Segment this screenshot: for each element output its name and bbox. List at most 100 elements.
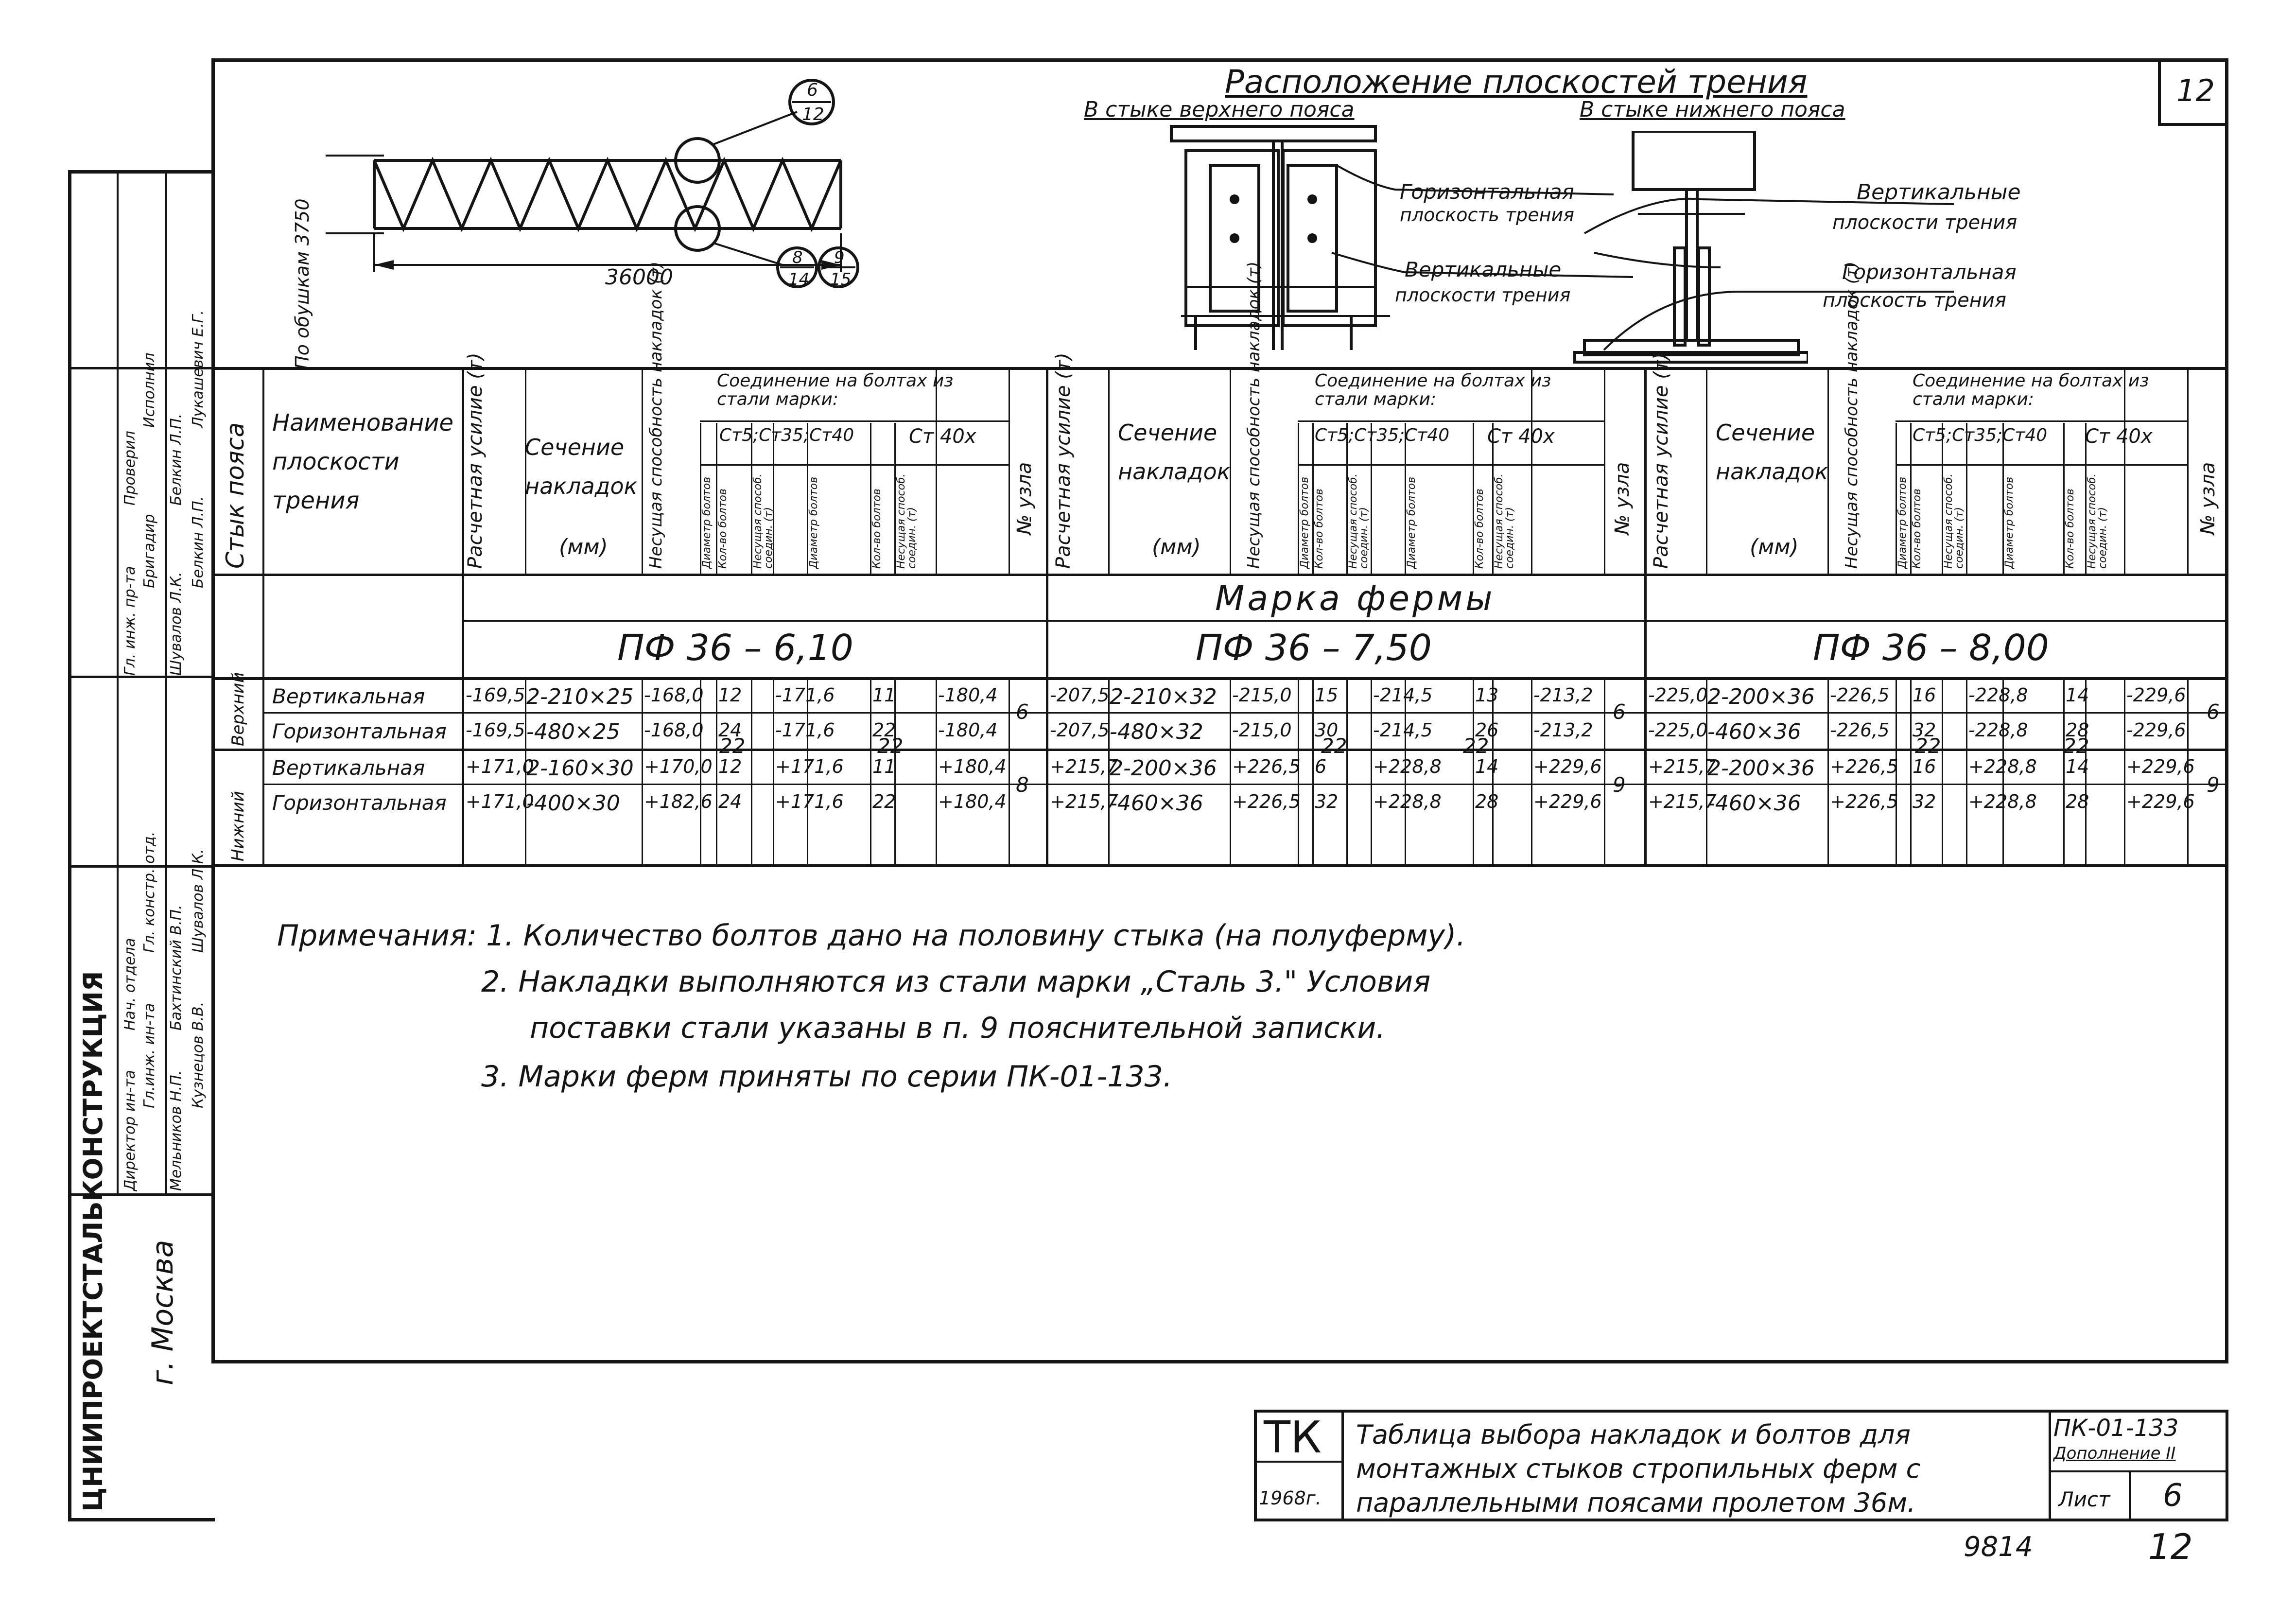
joint-capacity-header: Несущая способ. соедин. (т) — [752, 473, 775, 569]
header-grade-a-3: Ст5;Ст35;Ст40 — [1913, 425, 2048, 445]
table-cell: 16 — [1913, 756, 1936, 777]
table-cell: -460×36 — [1707, 719, 1801, 744]
header-force-1: Расчетная усилие (т) — [464, 352, 487, 569]
column-line — [716, 678, 717, 865]
table-cell: -228,8 — [1968, 719, 2028, 741]
vert-plane-label-4: плоскости трения — [1832, 211, 2018, 234]
header-joint: Стык пояса — [221, 422, 249, 569]
column-line — [1910, 678, 1912, 865]
horiz-plane-label-1: Горизонтальная — [1400, 180, 1574, 204]
joint-capacity-header: Несущая способ. соедин. (т) — [2086, 473, 2109, 569]
table-cell: -207,5 — [1050, 719, 1110, 741]
truss-name-bottom-rule — [211, 677, 2228, 680]
bolts-header-rule — [700, 420, 1009, 422]
header-capacity-1: Несущая способность накладок (т) — [646, 261, 666, 569]
table-cell: +226,5 — [1830, 791, 1898, 812]
note-2b: поставки стали указаны в п. 9 пояснитель… — [530, 1011, 1386, 1045]
column-line — [1312, 678, 1314, 865]
table-top-rule — [211, 367, 2228, 370]
node-number-cell: 9 — [1613, 773, 1626, 797]
column-line — [2187, 367, 2189, 574]
bolt-diameter-cell: 22 — [877, 734, 904, 758]
joint-capacity-header: Несущая способ. соедин. (т) — [1943, 473, 1966, 569]
column-line — [700, 678, 701, 865]
column-line — [1405, 423, 1406, 574]
table-cell: +229,6 — [1533, 791, 1602, 812]
header-capacity-3: Несущая способность накладок (т) — [1842, 261, 1861, 569]
header-node-3: № узла — [2197, 462, 2219, 535]
node-number-cell: 8 — [1016, 773, 1029, 797]
header-grade-b-2: Ст 40х — [1487, 425, 1555, 448]
column-line — [807, 423, 808, 574]
table-cell: +215,7 — [1050, 756, 1118, 777]
table-cell: +215,7 — [1050, 791, 1118, 812]
table-cell: +226,5 — [1232, 756, 1301, 777]
bolt-count-header: Кол-во болтов — [717, 489, 729, 569]
bolt-diameter-cell: 22 — [2063, 734, 2089, 758]
vert-plane-label-3: Вертикальные — [1857, 180, 2021, 205]
table-cell: -180,4 — [938, 684, 998, 706]
bolt-diameter-header: Диаметр болтов — [808, 476, 820, 569]
table-cell: +182,6 — [644, 791, 713, 812]
header-node-1: № узла — [1013, 462, 1036, 535]
column-line — [2187, 678, 2189, 865]
table-cell: 30 — [1315, 719, 1339, 741]
bolt-diameter-header: Диаметр болтов — [1299, 476, 1311, 569]
table-cell: 22 — [872, 719, 896, 741]
column-line — [807, 678, 808, 865]
bolt-count-header: Кол-во болтов — [2064, 489, 2076, 569]
column-line — [2124, 678, 2125, 865]
column-line — [2124, 367, 2125, 574]
upper-joint-label: В стыке верхнего пояса — [1084, 97, 1355, 122]
sheet-number: 6 — [2163, 1478, 2183, 1514]
column-line — [1966, 423, 1967, 574]
node-number-cell: 6 — [2207, 700, 2220, 724]
bolt-count-header: Кол-во болтов — [1911, 489, 1923, 569]
bolt-diameter-cell: 22 — [719, 734, 746, 758]
side-name: Белкин Л.П. — [168, 413, 185, 506]
stamp-title-1: Таблица выбора накладок и болтов для — [1356, 1419, 1911, 1450]
column-line — [1604, 367, 1605, 574]
org-mark: ТК — [1264, 1412, 1322, 1463]
truss-mark-1: ПФ 36 – 6,10 — [617, 627, 853, 669]
joint-capacity-header: Несущая способ. соедин. (т) — [1347, 473, 1370, 569]
table-cell: 11 — [872, 756, 896, 777]
upper-joint-detail — [1170, 125, 1390, 350]
row-rule-3 — [262, 784, 2228, 785]
side-role: Проверил — [122, 431, 139, 506]
side-stamp-frame — [68, 170, 215, 1521]
bolt-count-header: Кол-во болтов — [1313, 489, 1325, 569]
title-block — [1254, 1410, 2228, 1521]
stamp-series: ПК-01-133 — [2053, 1415, 2179, 1442]
plane-name-cell: Вертикальная — [272, 684, 425, 708]
header-grade-b-1: Ст 40х — [909, 425, 976, 448]
row-rule-1 — [262, 712, 2228, 714]
node-number-cell: 6 — [1613, 700, 1626, 724]
column-line — [1827, 678, 1829, 865]
table-cell: +215,7 — [1648, 791, 1717, 812]
side-role: Бригадир — [141, 514, 158, 588]
table-cell: -214,5 — [1373, 684, 1433, 706]
side-role: Гл. инж. пр-та — [122, 566, 139, 676]
side-col-1 — [117, 170, 119, 1196]
header-section-unit-1: (мм) — [559, 535, 608, 559]
col-group-2 — [1046, 367, 1048, 865]
column-line — [1473, 678, 1474, 865]
column-line — [936, 367, 937, 574]
bolt-diameter-header: Диаметр болтов — [1896, 476, 1909, 569]
stamp-title-3: параллельными поясами пролетом 36м. — [1356, 1487, 1916, 1518]
height-dimension: По обушкам 3750 — [292, 198, 313, 369]
table-cell: 26 — [1475, 719, 1499, 741]
table-cell: -168,0 — [644, 684, 704, 706]
column-line — [870, 423, 871, 574]
bolt-diameter-cell: 22 — [1463, 734, 1489, 758]
table-cell: -213,2 — [1533, 684, 1593, 706]
table-cell: -480×25 — [526, 719, 620, 744]
header-section-3: Сечение накладок — [1716, 419, 1828, 485]
column-line — [1966, 678, 1967, 865]
table-cell: 2-200×36 — [1110, 756, 1217, 781]
group-upper: Верхний — [228, 672, 248, 746]
table-cell: +215,7 — [1648, 756, 1717, 777]
horiz-plane-label-4: плоскость трения — [1823, 289, 2006, 312]
footer-right-number: 12 — [2148, 1526, 2193, 1567]
